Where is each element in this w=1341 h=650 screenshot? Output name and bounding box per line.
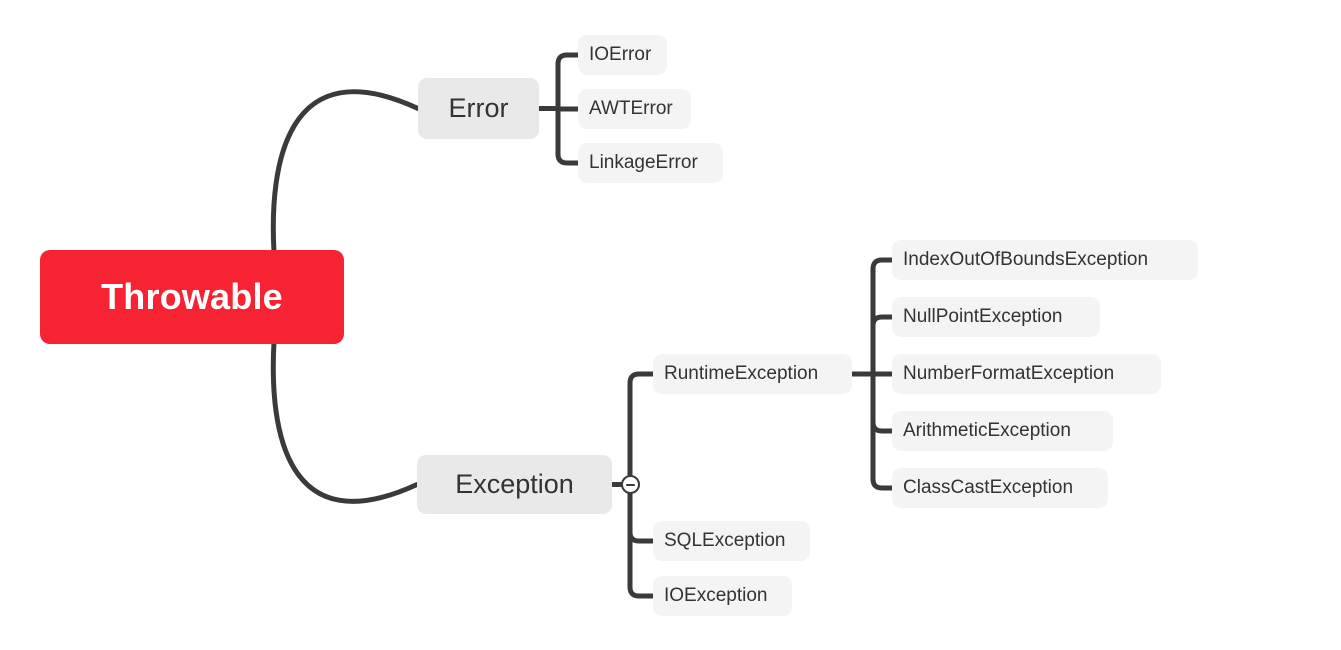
node-exception[interactable]: Exception: [417, 455, 612, 514]
node-arithmeticexception[interactable]: ArithmeticException: [892, 411, 1113, 451]
node-classcastexception[interactable]: ClassCastException: [892, 468, 1108, 508]
node-ioexception[interactable]: IOException: [653, 576, 792, 616]
node-error[interactable]: Error: [418, 78, 539, 139]
node-sqlexception[interactable]: SQLException: [653, 521, 810, 561]
node-nullpointexception[interactable]: NullPointException: [892, 297, 1100, 337]
minus-glyph: [626, 483, 635, 486]
collapse-minus-icon[interactable]: [621, 475, 640, 494]
node-throwable-root[interactable]: Throwable: [40, 250, 344, 344]
node-numberformatexception[interactable]: NumberFormatException: [892, 354, 1161, 394]
node-linkageerror[interactable]: LinkageError: [578, 143, 723, 183]
node-ioerror[interactable]: IOError: [578, 35, 667, 75]
node-awterror[interactable]: AWTError: [578, 89, 691, 129]
node-runtimeexception[interactable]: RuntimeException: [653, 354, 852, 394]
node-indexoutofboundsexception[interactable]: IndexOutOfBoundsException: [892, 240, 1198, 280]
